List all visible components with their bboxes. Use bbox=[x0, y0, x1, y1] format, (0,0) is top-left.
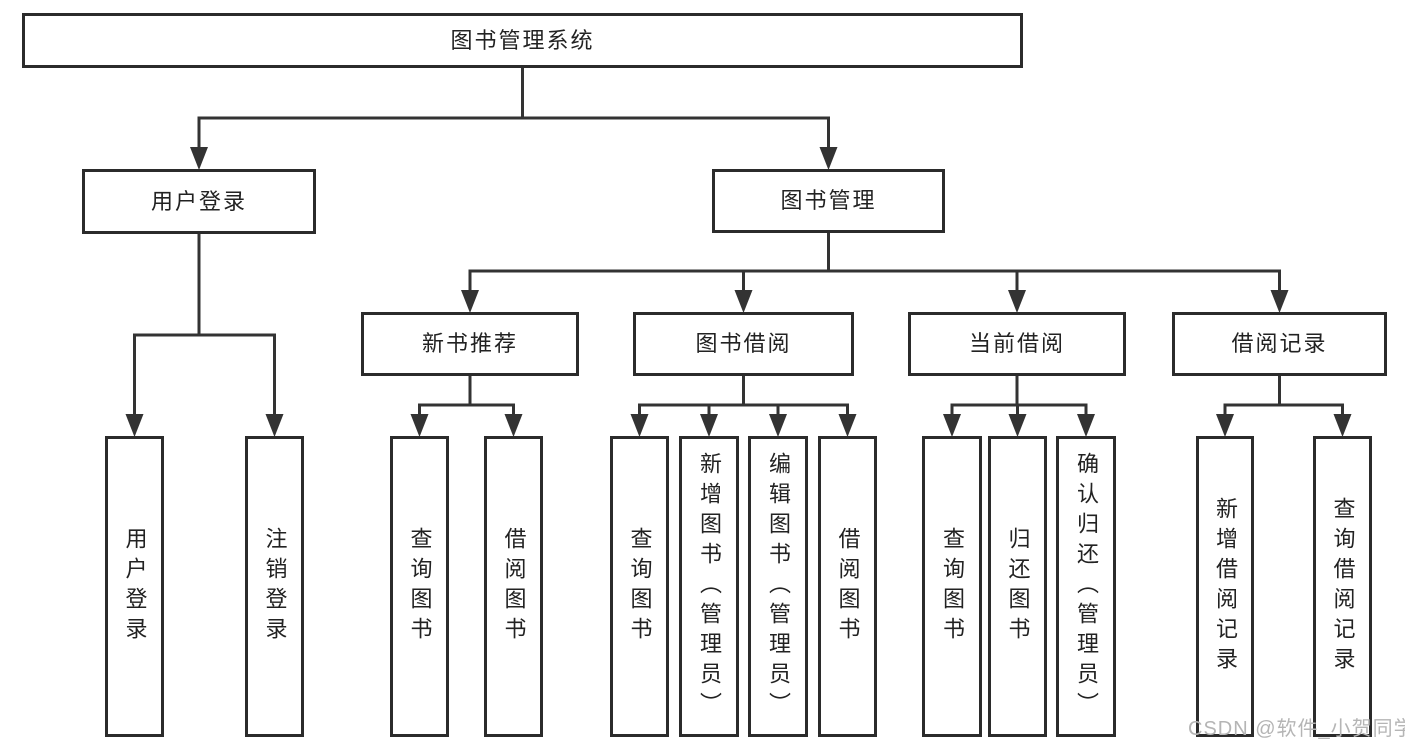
arrowhead-icon bbox=[190, 147, 208, 170]
arrowhead-icon bbox=[734, 290, 753, 313]
arrowhead-icon bbox=[1333, 414, 1352, 437]
arrowhead-icon bbox=[265, 414, 284, 437]
arrowhead-icon bbox=[1008, 290, 1026, 313]
arrowhead-icon bbox=[769, 414, 787, 437]
arrowhead-icon bbox=[838, 414, 857, 437]
arrowhead-icon bbox=[1008, 414, 1027, 437]
arrowhead-icon bbox=[630, 414, 649, 437]
arrowhead-icon bbox=[1077, 414, 1095, 437]
arrowhead-icon bbox=[461, 290, 479, 313]
arrowhead-icon bbox=[504, 414, 523, 437]
arrowhead-icon bbox=[410, 414, 429, 437]
arrowhead-icon bbox=[1270, 290, 1289, 313]
arrowhead-icon bbox=[125, 414, 144, 437]
arrowhead-icon bbox=[1216, 414, 1234, 437]
arrowhead-icon bbox=[943, 414, 961, 437]
arrowhead-icon bbox=[819, 147, 838, 170]
arrowhead-icon bbox=[700, 414, 718, 437]
csdn-watermark: CSDN @软件_小贺同学 bbox=[1188, 718, 1405, 740]
